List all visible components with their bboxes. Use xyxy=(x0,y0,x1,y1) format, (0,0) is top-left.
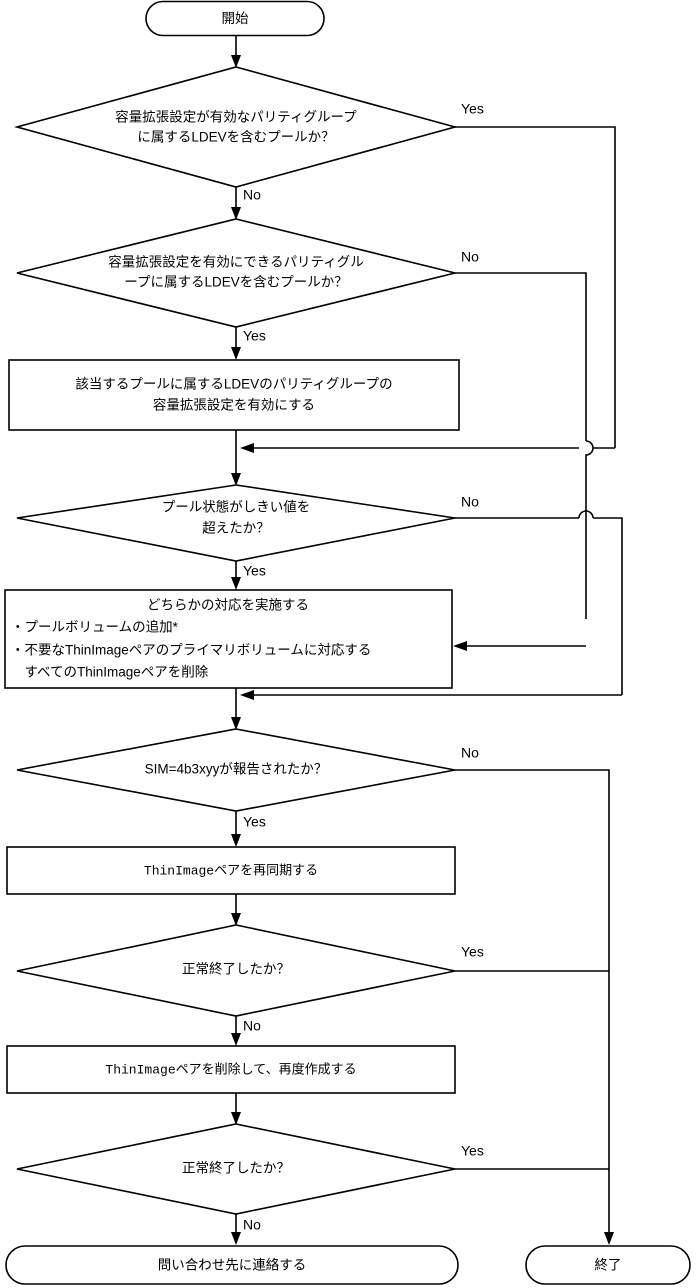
node-decision-6-line1: 正常終了したか？ xyxy=(182,1161,290,1176)
node-decision-4-line1: SIM=4b3xyyが報告されたか？ xyxy=(145,762,328,777)
node-process-1-line1: 該当するプールに属するLDEVのパリティグループの xyxy=(75,377,392,392)
node-decision-2-line2: ープに属するLDEVを含むプールか？ xyxy=(124,275,347,290)
node-process-2-line1: どちらかの対応を実施する xyxy=(147,598,309,613)
node-decision-2: 容量拡張設定を有効にできるパリティグル ープに属するLDEVを含むプールか？ xyxy=(16,218,456,328)
node-end-finish-label: 終了 xyxy=(595,1258,622,1273)
connector-d2-no-into-p2 xyxy=(453,641,586,651)
arrowhead-icon xyxy=(231,473,241,486)
node-process-2: どちらかの対応を実施する ・プールボリュームの追加* ・不要なThinImage… xyxy=(4,589,453,689)
arrowhead-icon xyxy=(231,913,241,926)
branch-label-d1-no: No xyxy=(243,187,261,203)
decision-shape-2 xyxy=(16,218,456,328)
connector-d4-no xyxy=(455,769,610,1239)
node-start-label: 開始 xyxy=(222,11,249,26)
node-decision-3-line1: プール状態がしきい値を xyxy=(162,500,311,515)
connector-merge-above-d4 xyxy=(240,690,622,700)
node-end-finish: 終了 xyxy=(525,1245,691,1285)
node-process-1-line2: 容量拡張設定を有効にする xyxy=(153,397,315,413)
node-decision-3-line2: 超えたか？ xyxy=(202,521,270,536)
node-start: 開始 xyxy=(145,0,325,37)
connector-d1-no xyxy=(231,187,241,220)
branch-label-d2-yes: Yes xyxy=(243,328,266,344)
terminator-shape-finish xyxy=(525,1245,691,1285)
branch-label-d4-no: No xyxy=(461,745,479,761)
node-process-3-line1: ThinImageペアを再同期する xyxy=(144,863,318,878)
connector-merge-to-d4 xyxy=(231,695,241,730)
branch-label-d6-no: No xyxy=(243,1217,261,1233)
node-process-1: 該当するプールに属するLDEVのパリティグループの 容量拡張設定を有効にする xyxy=(8,359,460,431)
process-shape-2 xyxy=(4,589,453,689)
node-process-3: ThinImageペアを再同期する xyxy=(6,846,456,895)
branch-label-d1-yes: Yes xyxy=(461,101,484,117)
arrowhead-icon xyxy=(240,443,254,453)
connector-d6-no xyxy=(231,1214,241,1245)
arrowhead-icon xyxy=(231,834,241,847)
terminator-shape-contact xyxy=(5,1245,459,1285)
arrowhead-icon xyxy=(453,641,467,651)
branch-label-d5-yes: Yes xyxy=(461,944,484,960)
terminator-shape-start xyxy=(145,0,325,37)
connector-p4-to-d6 xyxy=(231,1093,241,1125)
connector-d1-yes xyxy=(455,126,616,448)
branch-label-d3-no: No xyxy=(461,494,479,510)
branch-label-d4-yes: Yes xyxy=(243,814,266,830)
connector-d5-no xyxy=(231,1016,241,1046)
node-end-contact-label: 問い合わせ先に連絡する xyxy=(158,1258,307,1273)
node-process-2-line2: ・プールボリュームの追加* xyxy=(11,620,179,635)
arrowhead-icon xyxy=(240,690,254,700)
branch-label-d6-yes: Yes xyxy=(461,1143,484,1159)
connector-d2-no xyxy=(455,272,587,441)
arrowhead-icon xyxy=(231,55,241,68)
arrowhead-icon xyxy=(231,577,241,590)
node-decision-2-line1: 容量拡張設定を有効にできるパリティグル xyxy=(108,254,363,270)
node-decision-5-line1: 正常終了したか？ xyxy=(182,962,290,977)
process-shape-4 xyxy=(6,1045,456,1094)
process-shape-1 xyxy=(8,359,460,431)
connector-d2-no-hop xyxy=(585,440,594,619)
connector-d3-yes xyxy=(231,561,241,590)
connector-p3-to-d5 xyxy=(231,894,241,926)
node-process-4-line1: ThinImageペアを削除して、再度作成する xyxy=(105,1061,356,1077)
arrowhead-icon xyxy=(604,1232,614,1245)
node-decision-1-line1: 容量拡張設定が有効なパリティグループ xyxy=(115,109,357,125)
branch-label-d5-no: No xyxy=(243,1018,261,1034)
node-decision-1-line2: に属するLDEVを含むプールか？ xyxy=(137,130,334,145)
branch-label-d2-no: No xyxy=(461,249,479,265)
node-decision-5: 正常終了したか？ xyxy=(16,924,456,1017)
connector-d4-yes xyxy=(231,811,241,847)
branch-label-d3-yes: Yes xyxy=(243,563,266,579)
arrowhead-icon xyxy=(231,207,241,220)
process-shape-3 xyxy=(6,846,456,895)
node-decision-6: 正常終了したか？ xyxy=(16,1123,456,1215)
connector-to-end xyxy=(604,1232,614,1245)
arrowhead-icon xyxy=(231,1232,241,1245)
node-process-2-line3: ・不要なThinImageペアのプライマリボリュームに対応する xyxy=(11,643,371,658)
connector-merge-to-d3 xyxy=(231,448,241,486)
arrowhead-icon xyxy=(231,717,241,730)
connector-d3-no xyxy=(455,510,623,695)
node-decision-4: SIM=4b3xyyが報告されたか？ xyxy=(16,728,456,812)
node-end-contact: 問い合わせ先に連絡する xyxy=(5,1245,459,1285)
node-process-2-line4: すべてのThinImageペアを削除 xyxy=(11,665,209,680)
node-decision-3: プール状態がしきい値を 超えたか？ xyxy=(16,484,456,562)
node-decision-1: 容量拡張設定が有効なパリティグループ に属するLDEVを含むプールか？ xyxy=(13,66,459,188)
arrowhead-icon xyxy=(231,1033,241,1046)
arrowhead-icon xyxy=(231,1112,241,1125)
connector-d2-yes xyxy=(231,327,241,360)
node-process-4: ThinImageペアを削除して、再度作成する xyxy=(6,1045,456,1094)
connector-start-to-d1 xyxy=(231,36,241,68)
decision-shape-1 xyxy=(13,66,459,188)
connector-merge-above-d3 xyxy=(240,443,615,453)
arrowhead-icon xyxy=(231,347,241,360)
